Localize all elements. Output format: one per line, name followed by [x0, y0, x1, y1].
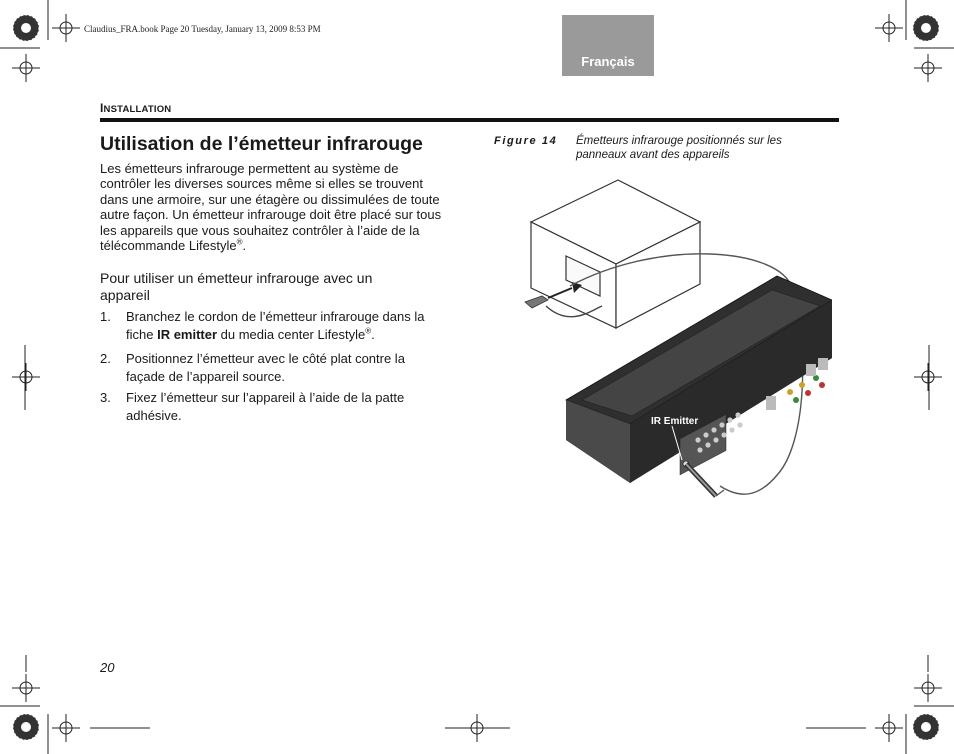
step-1: 1. Branchez le cordon de l’émetteur infr…: [100, 308, 445, 343]
step-text-part: du media center Lifestyle: [217, 326, 366, 342]
crosshair-icon: [914, 363, 942, 391]
step-text: Positionnez l’émetteur avec le côté plat…: [126, 351, 405, 384]
crosshair-icon: [914, 54, 942, 82]
registration-rosette-icon: [12, 14, 40, 42]
figure-caption: Émetteurs infrarouge positionnés sur les…: [576, 135, 782, 161]
section-label-rest: NSTALLATION: [103, 104, 172, 115]
step-text: Fixez l’émetteur sur l’appareil à l’aide…: [126, 390, 405, 423]
section-label-initial: I: [100, 101, 104, 115]
ir-emitter-on-source: [524, 282, 603, 318]
crosshair-icon: [914, 674, 942, 702]
print-header: Claudius_FRA.book Page 20 Tuesday, Janua…: [84, 24, 321, 34]
section-label: INSTALLATION: [100, 101, 171, 115]
intro-end: .: [242, 238, 247, 254]
page-number: 20: [100, 660, 115, 675]
media-center: [565, 275, 832, 498]
jack-label: IR emitter: [157, 326, 218, 342]
header-rule: [100, 118, 839, 122]
step-number: 3.: [100, 390, 111, 405]
registered-mark: ®: [236, 237, 243, 247]
registered-mark: ®: [365, 326, 372, 336]
crosshair-icon: [12, 363, 40, 391]
step-text: Branchez le cordon de l’émetteur infraro…: [126, 308, 445, 343]
intro-text: Les émetteurs infrarouge permettent au s…: [100, 161, 442, 254]
registration-rosette-icon: [12, 713, 40, 741]
crosshair-icon: [52, 714, 80, 742]
procedure-heading: Pour utiliser un émetteur infrarouge ave…: [100, 270, 373, 303]
registration-rosette-icon: [912, 713, 940, 741]
crosshair-icon: [875, 14, 903, 42]
ir-emitter-callout: IR Emitter: [651, 416, 698, 427]
step-number: 1.: [100, 309, 111, 324]
step-number: 2.: [100, 351, 111, 366]
ir-emitter-illustration: IR Emitter: [524, 179, 832, 498]
source-device: [529, 179, 702, 329]
intro-paragraph: Les émetteurs infrarouge permettent au s…: [100, 161, 445, 253]
page-title: Utilisation de l’émetteur infrarouge: [100, 133, 423, 155]
crosshair-icon: [875, 714, 903, 742]
step-text-end: .: [371, 326, 375, 342]
step-3: 3. Fixez l’émetteur sur l’appareil à l’a…: [100, 389, 445, 424]
crosshair-icon: [12, 674, 40, 702]
crosshair-icon: [52, 14, 80, 42]
crosshair-icon: [12, 54, 40, 82]
step-text-part: Branchez le cordon de l’émetteur infraro…: [126, 309, 425, 342]
step-2: 2. Positionnez l’émetteur avec le côté p…: [100, 350, 445, 385]
language-tab: Français: [562, 15, 654, 76]
figure-label: Figure 14: [494, 135, 558, 147]
registration-rosette-icon: [912, 14, 940, 42]
